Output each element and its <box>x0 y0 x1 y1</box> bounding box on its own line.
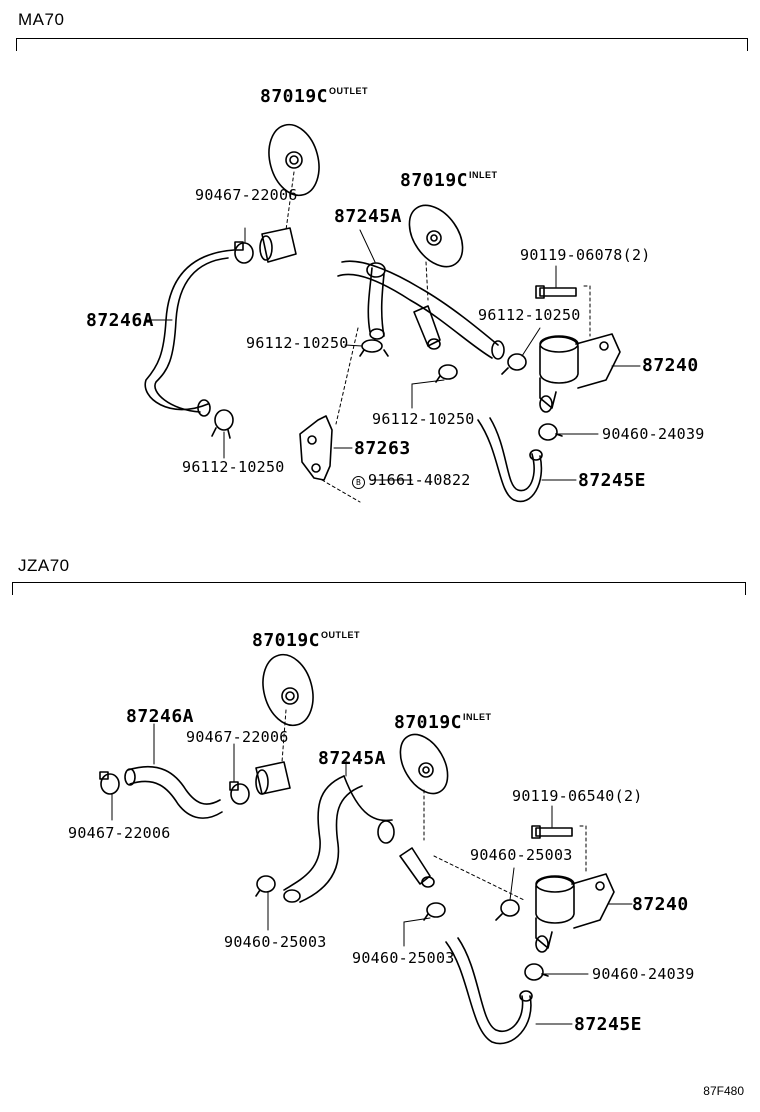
label-clip-mid-right: 96112-10250 <box>478 306 581 324</box>
hose-87246a-icon <box>124 765 223 819</box>
section-title: MA70 <box>18 10 65 29</box>
hose-87246a-icon <box>144 249 235 417</box>
figure-code: 87F480 <box>703 1084 744 1098</box>
label-bolt: 90119-06540(2) <box>512 787 643 805</box>
clamp-icon <box>524 963 549 981</box>
clamp-icon <box>538 423 563 441</box>
label-clamp-valve: 90460-24039 <box>602 425 705 443</box>
label-hose-left: 87246A <box>86 310 155 331</box>
pipe-connector-icon <box>259 227 297 263</box>
hose-87245a-icon <box>283 775 395 903</box>
bolt-icon <box>531 825 573 839</box>
section-bracket <box>12 582 746 595</box>
inlet-cover-icon <box>399 733 449 795</box>
label-clamp-top: 90467-22006 <box>195 186 298 204</box>
bracket-87263-icon <box>299 415 333 481</box>
label-clip-low-mid: 96112-10250 <box>372 410 475 428</box>
label-hose-a: 87245A <box>318 748 387 769</box>
label-clip-right: 90460-25003 <box>470 846 573 864</box>
pipe-connector-icon <box>255 761 291 795</box>
label-inlet-part: 87019CINLET <box>400 170 498 191</box>
label-bolt: 90119-06078(2) <box>520 246 651 264</box>
label-hose-left: 87246A <box>126 706 195 727</box>
section-jza70: JZA70 <box>0 550 760 1112</box>
label-clip-low-mid: 90460-25003 <box>352 949 455 967</box>
label-hose-a: 87245A <box>334 206 403 227</box>
label-valve: 87240 <box>632 894 689 915</box>
inlet-cover-icon <box>408 204 464 268</box>
label-clamp-mid: 90467-22006 <box>186 728 289 746</box>
label-hose-e: 87245E <box>578 470 647 491</box>
clamp-icon <box>234 241 254 264</box>
label-clip-mid-left: 96112-10250 <box>246 334 349 352</box>
label-bracket-part: 87263 <box>354 438 411 459</box>
outlet-cover-icon <box>262 653 314 727</box>
air-valve-icon <box>535 873 615 953</box>
clip-icon <box>501 353 527 375</box>
label-valve: 87240 <box>642 355 699 376</box>
label-clip-low-left: 90460-25003 <box>224 933 327 951</box>
section-bracket <box>16 38 748 51</box>
clamp-icon <box>229 781 250 805</box>
clip-icon <box>359 339 389 357</box>
clip-icon <box>255 875 276 897</box>
clip-icon <box>211 409 234 439</box>
pipe-connector-icon <box>399 847 435 888</box>
clamp-icon <box>99 771 120 795</box>
bolt-icon <box>535 285 577 299</box>
section-ma70: MA70 <box>0 0 760 550</box>
bolt-b-mark: B <box>352 476 365 489</box>
label-inlet-part: 87019CINLET <box>394 712 492 733</box>
clip-icon <box>495 899 520 921</box>
parts-drawing <box>99 653 633 1045</box>
pipe-connector-icon <box>413 305 441 350</box>
clip-icon <box>435 364 458 383</box>
hose-87245e-icon <box>445 937 533 1045</box>
section-title: JZA70 <box>18 556 70 575</box>
air-valve-icon <box>539 333 621 413</box>
hose-87245a-icon <box>337 260 505 360</box>
hose-87245e-icon <box>477 417 543 503</box>
label-clamp-left: 90467-22006 <box>68 824 171 842</box>
label-clip-low-left: 96112-10250 <box>182 458 285 476</box>
label-outlet-part: 87019COUTLET <box>252 630 361 651</box>
label-clamp-valve: 90460-24039 <box>592 965 695 983</box>
label-hose-e: 87245E <box>574 1014 643 1035</box>
parts-drawing <box>144 123 641 503</box>
outlet-cover-icon <box>268 123 320 197</box>
clip-icon <box>423 902 446 921</box>
label-outlet-part: 87019COUTLET <box>260 86 369 107</box>
